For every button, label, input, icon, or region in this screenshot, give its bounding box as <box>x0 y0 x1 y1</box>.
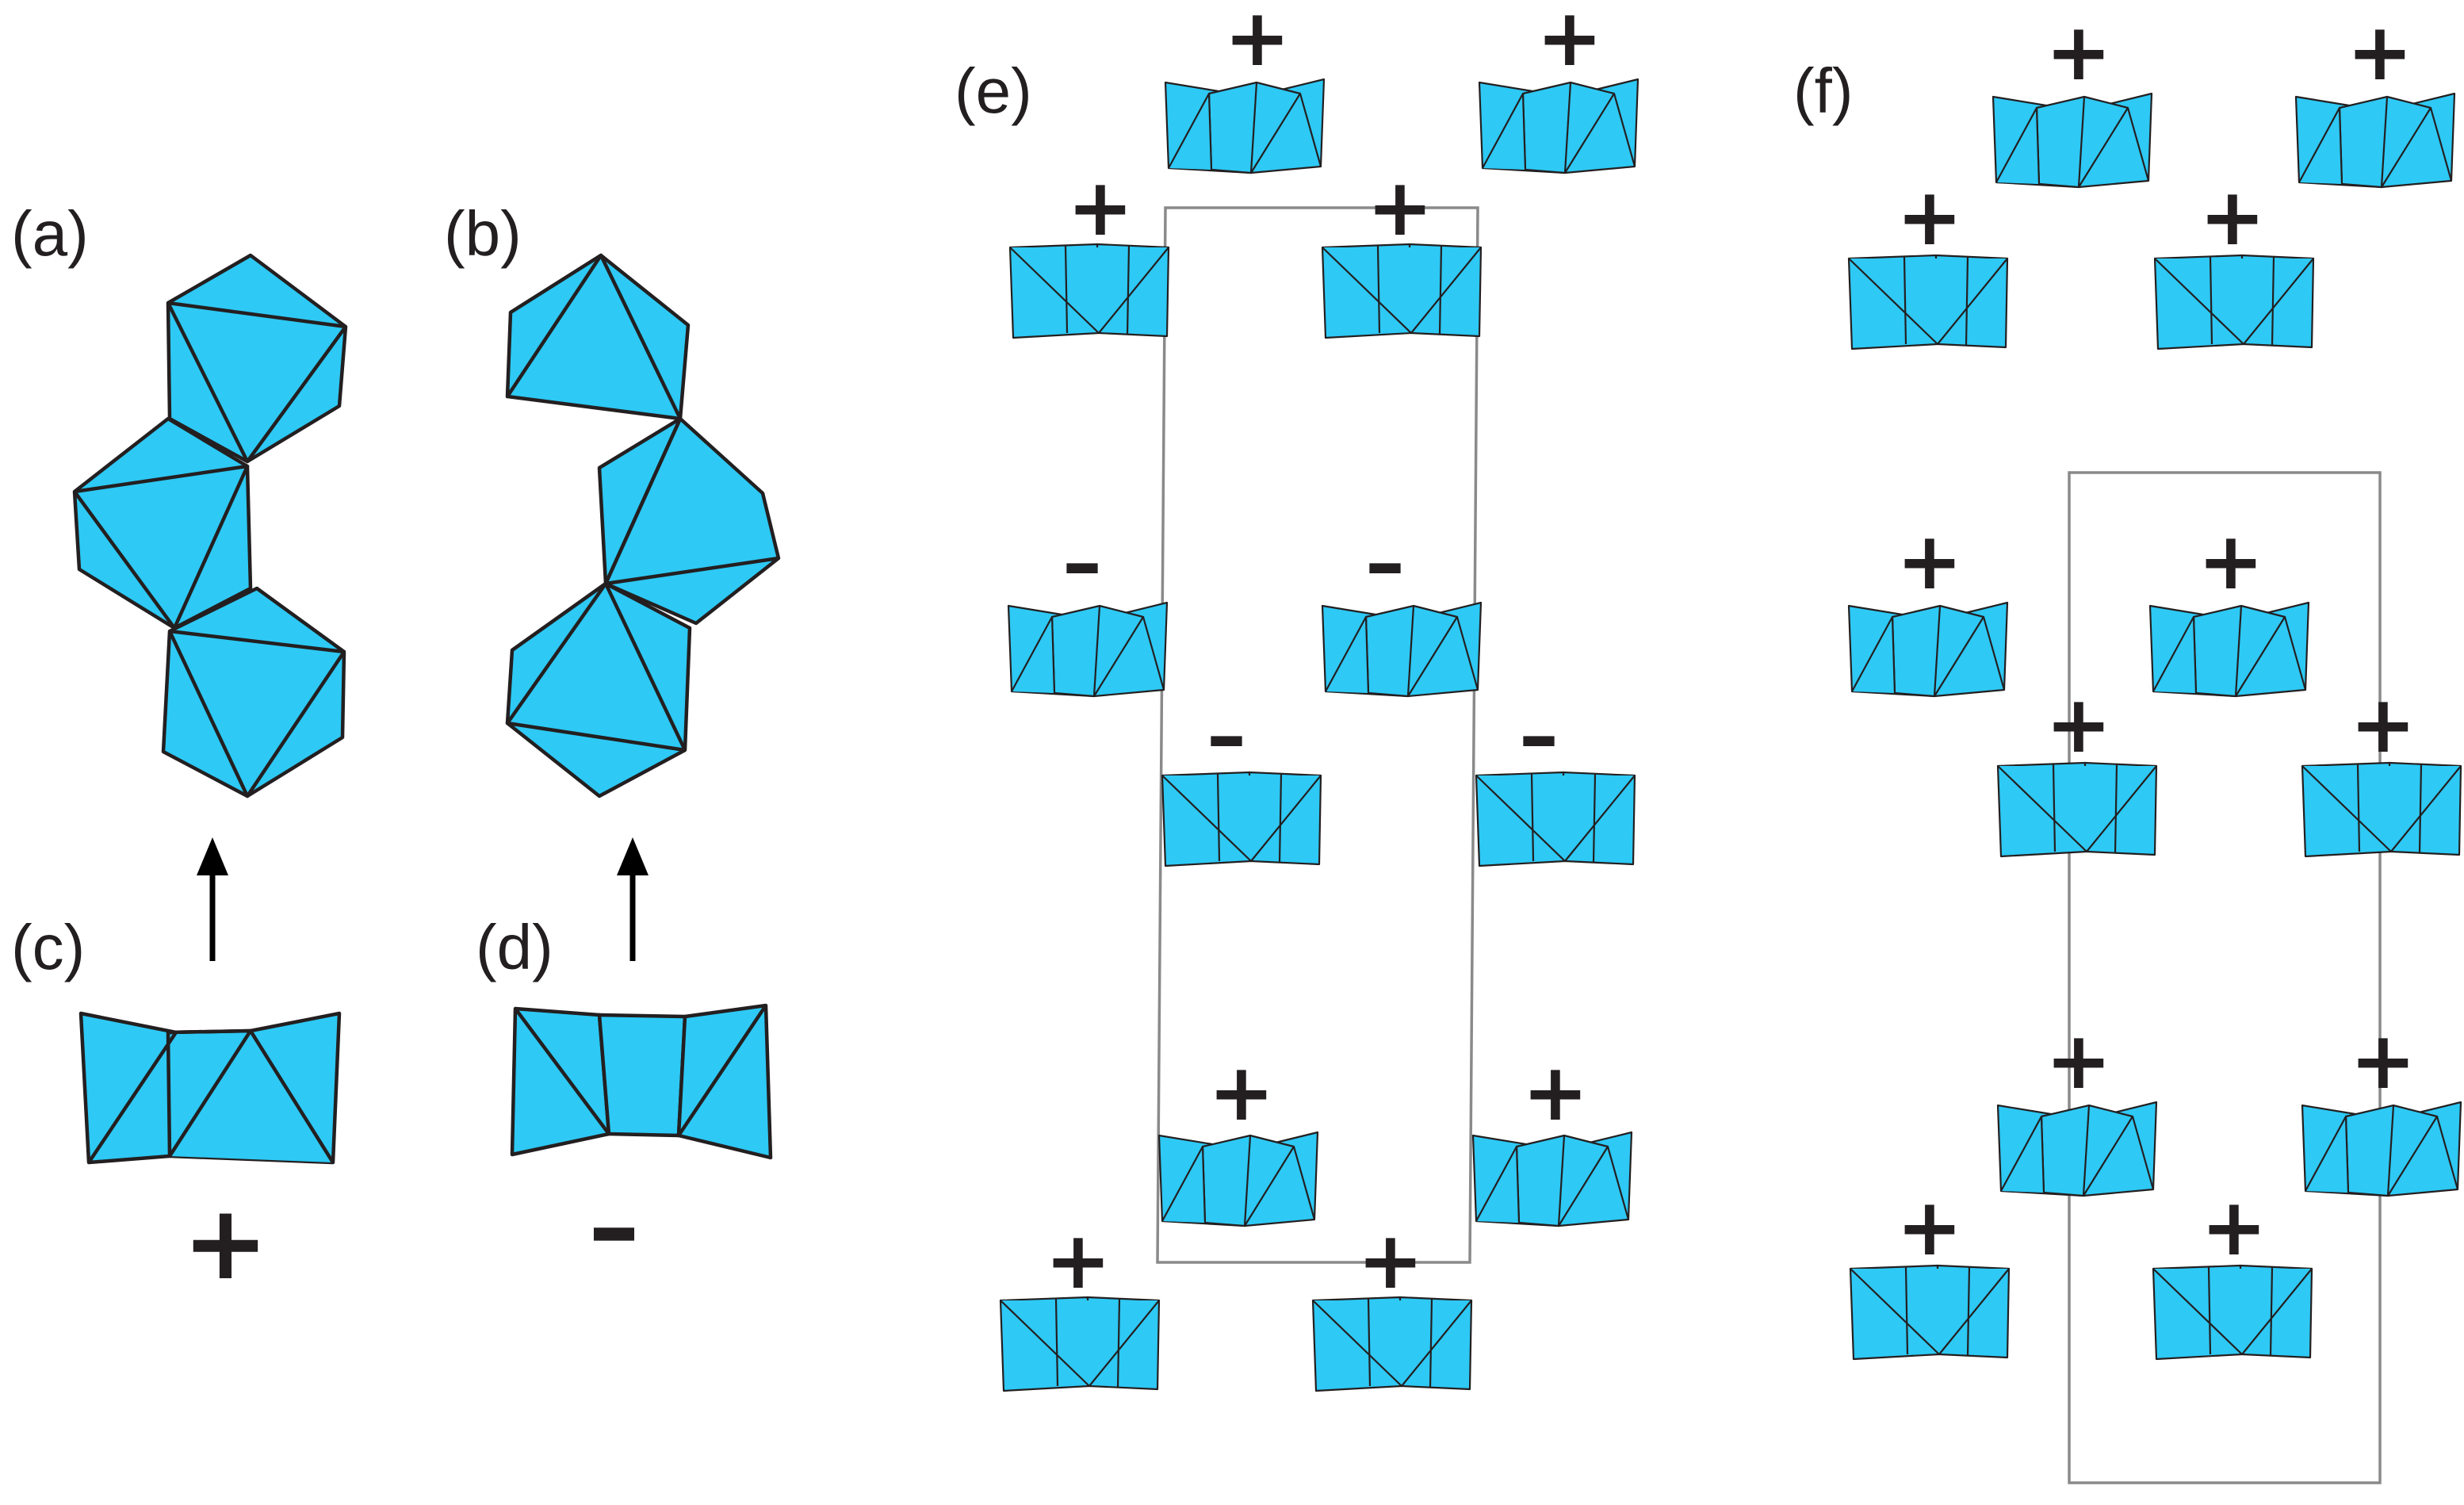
panel-label-b: (b) <box>444 198 522 269</box>
sign-e-3: + <box>1067 161 1134 254</box>
sign-f-10: + <box>2350 1014 2416 1107</box>
sign-f-1: + <box>2045 6 2112 98</box>
sign-e-4: + <box>1367 161 1433 254</box>
panel-label-c: (c) <box>11 912 85 982</box>
arrow-up-d-to-b <box>617 837 649 961</box>
panel-label-e: (e) <box>955 56 1032 126</box>
panel-label-d: (d) <box>476 912 553 982</box>
sign-f-12: + <box>2201 1181 2267 1273</box>
symbol-minus-d: – <box>588 1166 640 1287</box>
panel-label-f: (f) <box>1793 56 1854 126</box>
sign-e-1: + <box>1224 0 1291 84</box>
sign-e-9: + <box>1208 1046 1275 1139</box>
sign-e-7: – <box>1207 689 1246 782</box>
sign-f-7: + <box>2045 678 2112 771</box>
sign-f-2: + <box>2347 6 2413 98</box>
octahedral-chain-b <box>505 253 781 798</box>
sign-f-4: + <box>2199 170 2266 263</box>
panel-label-a: (a) <box>11 198 89 269</box>
unit-cell-f <box>2068 471 2382 1484</box>
unit-cell-e <box>1156 206 1479 1264</box>
panel-e-signs: + + + + – – – – + + + + <box>1045 0 1603 1307</box>
sign-e-5: – <box>1062 516 1102 609</box>
arrow-up-c-to-a <box>197 837 228 961</box>
sign-e-8: – <box>1519 689 1559 782</box>
sign-e-12: + <box>1357 1214 1424 1307</box>
sign-e-11: + <box>1045 1214 1111 1307</box>
sign-e-2: + <box>1536 0 1603 84</box>
sign-e-10: + <box>1522 1046 1589 1139</box>
sign-f-5: + <box>1896 515 1963 607</box>
dimer-c <box>78 1011 342 1165</box>
sign-f-8: + <box>2350 678 2416 771</box>
sign-f-9: + <box>2045 1014 2112 1107</box>
octahedral-chain-a <box>72 253 348 798</box>
panel-f-signs: + + + + + + + + + + + + <box>1896 6 2416 1273</box>
sign-f-3: + <box>1896 170 1963 263</box>
symbol-plus-c: + <box>182 1182 269 1303</box>
sign-f-6: + <box>2198 515 2264 607</box>
sign-e-6: – <box>1365 516 1405 609</box>
sign-f-11: + <box>1896 1181 1963 1273</box>
dimer-d <box>510 1003 773 1160</box>
